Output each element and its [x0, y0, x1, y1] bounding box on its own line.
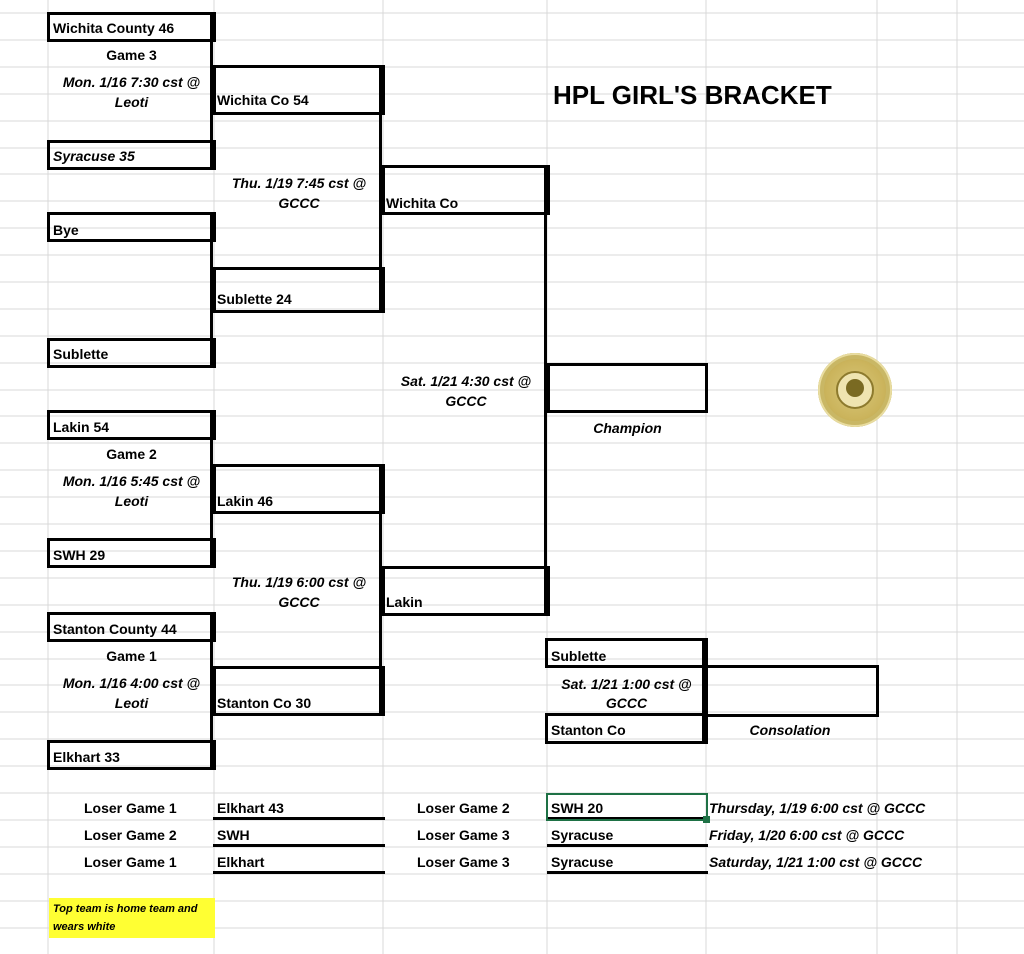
underline — [213, 844, 385, 847]
connector-semi-bottom — [379, 464, 382, 716]
selected-cell[interactable] — [546, 793, 708, 821]
team-label-swh: SWH 29 — [53, 547, 106, 563]
final-slot-box-lakin[interactable] — [382, 566, 550, 616]
slot-box-sublette[interactable] — [213, 267, 385, 313]
consolation-box-stanton-co[interactable] — [545, 713, 708, 744]
game3-label: Game 3 — [106, 47, 157, 63]
connector-bye — [210, 212, 213, 368]
underline — [213, 817, 385, 820]
semi-top-time: Thu. 1/19 7:45 cst @ — [231, 175, 367, 191]
team-label-elkhart: Elkhart 33 — [53, 749, 120, 765]
final-slot-label-lakin: Lakin — [386, 594, 423, 610]
loser-row-1-right-label: Loser Game 2 — [417, 800, 510, 816]
team-box-bye[interactable] — [47, 212, 216, 242]
game1-time: Mon. 1/16 4:00 cst @ — [62, 675, 201, 691]
loser-row-2-right-team: Syracuse — [551, 827, 614, 843]
team-label-syracuse: Syracuse 35 — [53, 148, 135, 164]
champion-label: Champion — [593, 420, 662, 436]
team-box-lakin[interactable] — [47, 410, 216, 440]
consolation-label-stanton-co: Stanton Co — [551, 722, 626, 738]
final-slot-box-wichita-co[interactable] — [382, 165, 550, 215]
page-title: HPL GIRL'S BRACKET — [553, 80, 832, 110]
team-label-wichita-county: Wichita County 46 — [53, 20, 175, 36]
loser-row-2-left-team: SWH — [217, 827, 250, 843]
consolation-box-sublette[interactable] — [545, 638, 708, 668]
semi-top-venue: GCCC — [278, 195, 320, 211]
note-line-2: wears white — [53, 921, 116, 933]
final-venue: GCCC — [445, 393, 487, 409]
slot-box-lakin[interactable] — [213, 464, 385, 514]
note-home-team: Top team is home team and wears white — [49, 898, 215, 938]
team-box-syracuse[interactable] — [47, 140, 216, 170]
loser-row-2-schedule: Friday, 1/20 6:00 cst @ GCCC — [709, 827, 905, 843]
loser-row-2-left-label: Loser Game 2 — [84, 827, 177, 843]
game2-time: Mon. 1/16 5:45 cst @ — [62, 473, 201, 489]
slot-label-stanton-co: Stanton Co 30 — [217, 695, 312, 711]
team-label-stanton-county: Stanton County 44 — [53, 621, 177, 637]
sunflower-icon — [846, 379, 864, 397]
team-box-wichita-county[interactable] — [47, 12, 216, 42]
team-box-sublette[interactable] — [47, 338, 216, 368]
team-box-swh[interactable] — [47, 538, 216, 568]
loser-row-1-left-label: Loser Game 1 — [84, 800, 177, 816]
underline — [547, 844, 708, 847]
semi-bottom-venue: GCCC — [278, 594, 320, 610]
semi-bottom-time: Thu. 1/19 6:00 cst @ — [231, 574, 367, 590]
loser-row-2-right-label: Loser Game 3 — [417, 827, 510, 843]
team-label-sublette: Sublette — [53, 346, 109, 362]
champion-box[interactable] — [547, 363, 708, 413]
connector-game1 — [210, 612, 213, 770]
connector-final — [544, 165, 547, 616]
team-label-bye: Bye — [53, 222, 79, 238]
seal-emblem-icon — [818, 353, 892, 427]
connector-game2 — [210, 410, 213, 568]
consolation-venue: GCCC — [605, 695, 648, 711]
final-slot-label-wichita-co: Wichita Co — [386, 195, 459, 211]
underline — [213, 871, 385, 874]
underline — [547, 871, 708, 874]
underline — [547, 817, 708, 820]
slot-label-wichita-co: Wichita Co 54 — [217, 92, 309, 108]
loser-row-3-left-label: Loser Game 1 — [84, 854, 177, 870]
seal-inner — [836, 371, 874, 409]
game3-time: Mon. 1/16 7:30 cst @ — [62, 74, 201, 90]
note-line-1: Top team is home team and — [53, 903, 198, 915]
consolation-time: Sat. 1/21 1:00 cst @ — [561, 676, 692, 692]
loser-row-3-left-team: Elkhart — [217, 854, 265, 870]
team-label-lakin: Lakin 54 — [53, 419, 110, 435]
game1-label: Game 1 — [106, 648, 157, 664]
consolation-label-sublette: Sublette — [551, 648, 607, 664]
loser-row-1-left-team: Elkhart 43 — [217, 800, 284, 816]
slot-box-stanton-co[interactable] — [213, 666, 385, 716]
fill-handle[interactable] — [703, 816, 710, 823]
connector-semi-top — [379, 65, 382, 313]
consolation-winner-box[interactable] — [705, 665, 879, 717]
slot-box-wichita-co[interactable] — [213, 65, 385, 115]
connector-consolation — [702, 638, 705, 744]
loser-row-3-schedule: Saturday, 1/21 1:00 cst @ GCCC — [709, 854, 923, 870]
connector-game3 — [210, 12, 213, 170]
game1-venue: Leoti — [114, 695, 149, 711]
team-box-stanton-county[interactable] — [47, 612, 216, 642]
loser-row-1-schedule: Thursday, 1/19 6:00 cst @ GCCC — [709, 800, 926, 816]
loser-row-1-right-team[interactable]: SWH 20 — [551, 800, 604, 816]
game2-label: Game 2 — [106, 446, 157, 462]
consolation-label: Consolation — [749, 722, 831, 738]
team-box-elkhart[interactable] — [47, 740, 216, 770]
final-time: Sat. 1/21 4:30 cst @ — [400, 373, 532, 389]
loser-row-3-right-label: Loser Game 3 — [417, 854, 510, 870]
loser-row-3-right-team: Syracuse — [551, 854, 614, 870]
game2-venue: Leoti — [114, 493, 149, 509]
game3-venue: Leoti — [114, 94, 149, 110]
slot-label-lakin: Lakin 46 — [217, 493, 274, 509]
slot-label-sublette: Sublette 24 — [217, 291, 292, 307]
